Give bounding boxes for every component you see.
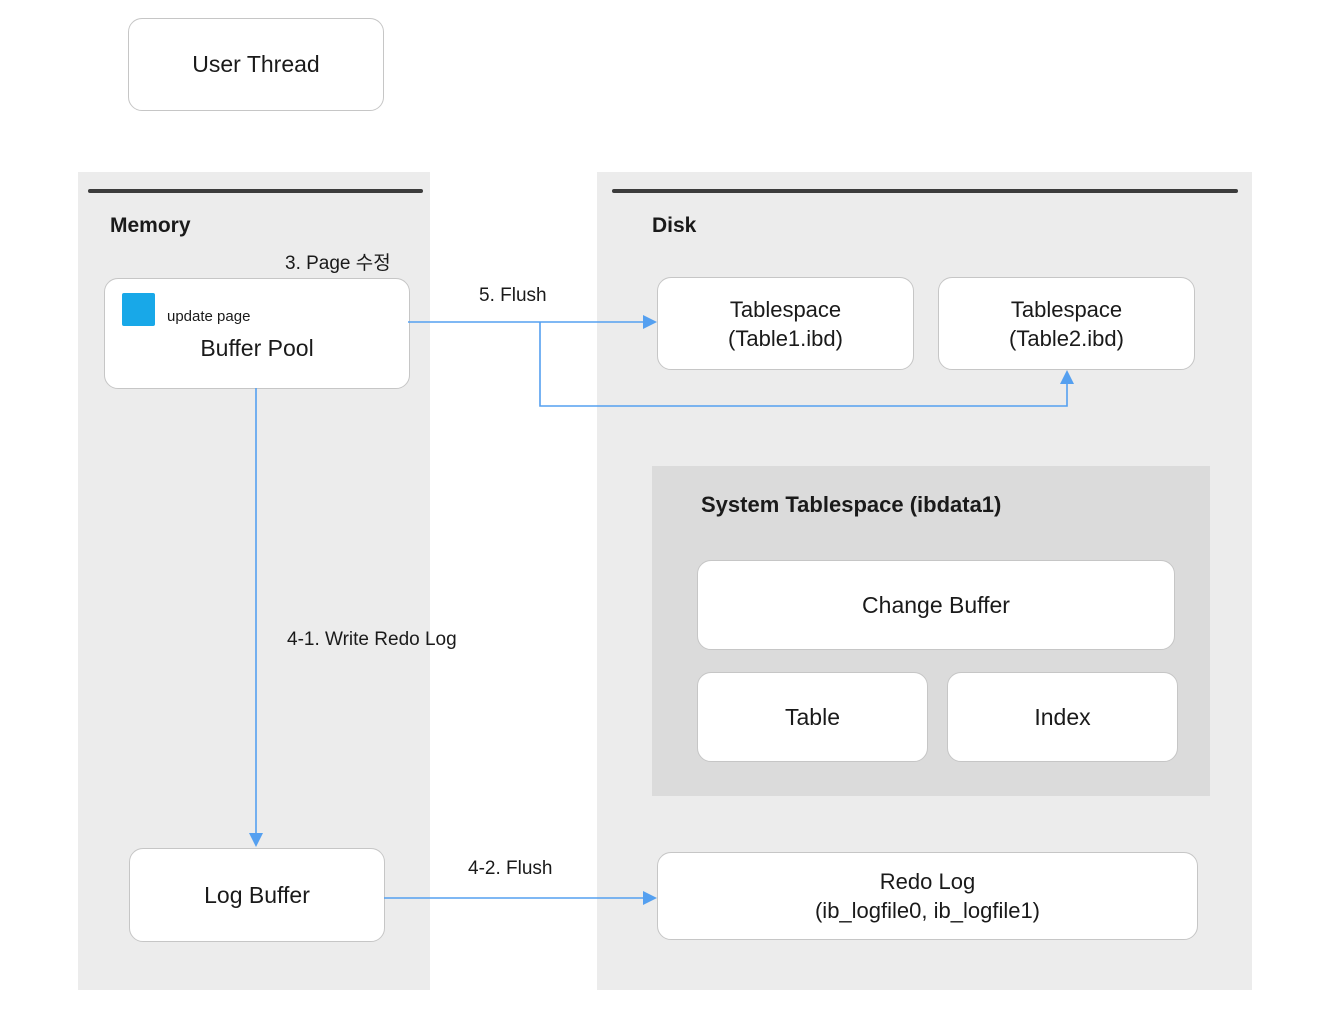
change-buffer-node: Change Buffer (697, 560, 1175, 650)
system-tablespace-title: System Tablespace (ibdata1) (701, 492, 1002, 517)
tablespace2-line2: (Table2.ibd) (1009, 325, 1124, 351)
system-tablespace-panel: System Tablespace (ibdata1) Change Buffe… (652, 466, 1210, 796)
change-buffer-label: Change Buffer (862, 591, 1010, 618)
log-buffer-label: Log Buffer (204, 881, 310, 908)
disk-panel-header-bar (612, 189, 1238, 193)
buffer-pool-label: Buffer Pool (200, 335, 314, 361)
disk-panel-title: Disk (652, 214, 697, 237)
redo-log-line2: (ib_logfile0, ib_logfile1) (814, 898, 1041, 923)
user-thread-node: User Thread (128, 18, 384, 111)
table-node: Table (697, 672, 928, 762)
memory-panel-header-bar (88, 189, 423, 193)
tablespace1-line2: (Table1.ibd) (728, 325, 843, 351)
index-node: Index (947, 672, 1178, 762)
tablespace2-node: Tablespace (Table2.ibd) (938, 277, 1195, 370)
user-thread-label: User Thread (192, 51, 320, 77)
redo-log-node: Redo Log (ib_logfile0, ib_logfile1) (657, 852, 1198, 940)
step4-1-label: 4-1. Write Redo Log (287, 629, 457, 650)
memory-panel-title: Memory (110, 214, 191, 237)
redo-log-line1: Redo Log (879, 869, 976, 894)
update-page-label: update page (167, 308, 251, 325)
table-label: Table (785, 703, 840, 730)
tablespace2-line1: Tablespace (1010, 296, 1123, 322)
step4-2-label: 4-2. Flush (468, 858, 553, 879)
buffer-pool-node: update page Buffer Pool (104, 278, 410, 389)
updated-page-icon (122, 293, 155, 326)
tablespace1-node: Tablespace (Table1.ibd) (657, 277, 914, 370)
log-buffer-node: Log Buffer (129, 848, 385, 942)
tablespace1-line1: Tablespace (729, 296, 842, 322)
index-label: Index (1034, 703, 1091, 730)
step3-label: 3. Page 수정 (285, 253, 391, 274)
step5-label: 5. Flush (479, 285, 547, 306)
